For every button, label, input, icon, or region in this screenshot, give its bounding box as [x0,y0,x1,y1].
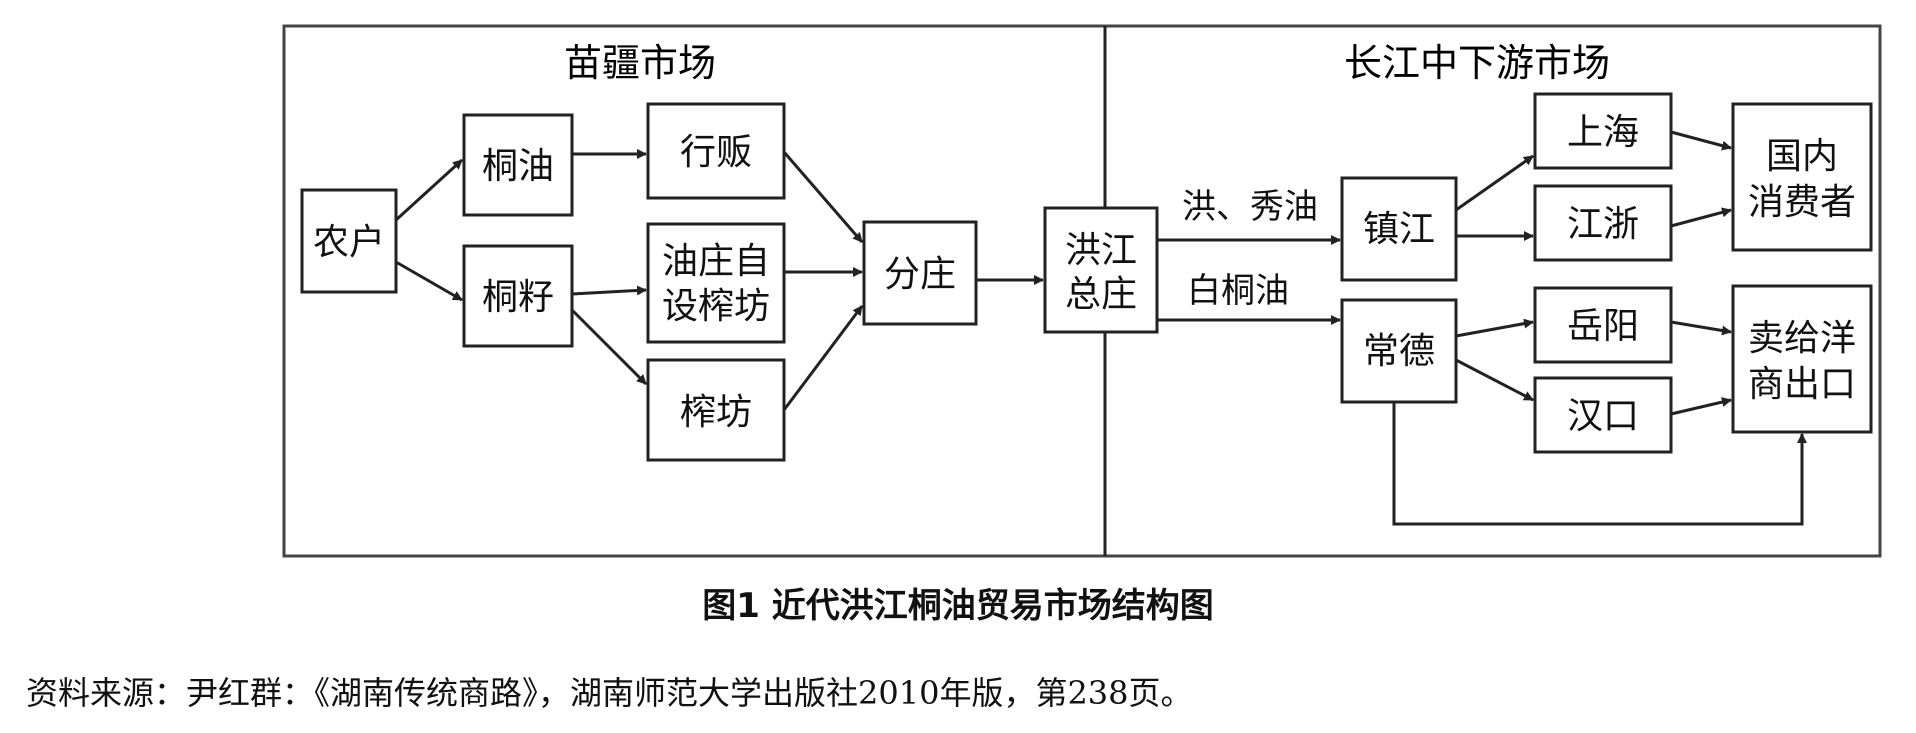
node-label-consumer-line1: 国内 [1766,136,1838,177]
edge-label-bai-tong: 白桐油 [1187,271,1289,311]
node-box-zhenjiang [1340,176,1458,282]
node-box-zhafang [646,358,786,462]
node-label-shanghai: 上海 [1567,112,1639,153]
node-box-tongzi [462,244,574,348]
diagram-frame [282,24,1882,558]
node-label-export-line1: 卖给洋 [1748,318,1856,359]
arrow-tongzi-zhafang [570,308,648,386]
node-box-tongyou [462,113,574,217]
node-box-fenzhuang [862,220,978,326]
node-label-zongzhuang-line1: 洪江 [1065,230,1137,271]
node-label-zhafang: 榨坊 [680,392,752,433]
node-box-consumer [1731,102,1873,252]
node-label-tongyou: 桐油 [482,146,554,187]
node-label-yueyang: 岳阳 [1567,306,1639,347]
arrow-xingfan-fenzhuang [782,151,864,243]
node-label-zongzhuang-line2: 总庄 [1065,274,1137,315]
arrow-changde-export [1392,402,1807,526]
node-box-youzhuang [646,222,786,344]
node-label-tongzi: 桐籽 [482,277,554,318]
trade-structure-diagram: 苗疆市场 长江中下游市场 农户 桐油 桐籽 行贩 油庄自 设榨坊 榨坊 分庄 洪… [282,24,1882,558]
arrow-changde-yueyang [1455,318,1534,338]
node-label-changde: 常德 [1363,331,1435,372]
arrow-nonghu-tongzi [395,260,463,302]
node-label-youzhuang-line1: 油庄自 [662,241,770,282]
arrow-hankou-export [1670,397,1732,416]
arrow-zhafang-fenzhuang [782,305,864,411]
region-title-changjiang: 长江中下游市场 [1344,41,1610,85]
node-label-export-line2: 商出口 [1748,364,1856,405]
node-box-zongzhuang [1043,206,1159,334]
arrow-changde-hankou [1455,358,1534,402]
node-box-changde [1340,298,1458,404]
arrow-jiangzhe-consumer [1670,207,1732,228]
arrow-tongzi-youzhuang [571,285,647,296]
node-label-jiangzhe: 江浙 [1567,204,1639,245]
node-box-xingfan [646,102,786,200]
edge-label-hong-xiu: 洪、秀油 [1182,187,1318,227]
node-label-hankou: 汉口 [1567,396,1639,437]
figure-caption: 图1 近代洪江桐油贸易市场结构图 [702,586,1214,626]
node-box-export [1731,284,1873,434]
arrow-zhenjiang-shanghai [1455,154,1534,212]
node-label-fenzhuang: 分庄 [884,254,956,295]
node-box-hankou [1533,376,1673,454]
node-label-nonghu: 农户 [313,222,385,263]
node-box-yueyang [1533,286,1673,364]
node-label-zhenjiang: 镇江 [1363,209,1435,250]
node-box-shanghai [1533,92,1673,170]
region-title-miaojiang: 苗疆市场 [564,41,716,85]
node-label-consumer-line2: 消费者 [1748,182,1856,223]
arrow-shanghai-consumer [1670,130,1732,151]
arrow-nonghu-tongyou [394,158,464,222]
source-note: 资料来源：尹红群：《湖南传统商路》，湖南师范大学出版社2010年版，第238页。 [26,674,1193,712]
node-box-nonghu [300,188,398,294]
node-label-youzhuang-line2: 设榨坊 [662,286,770,327]
arrow-yueyang-export [1670,320,1732,336]
node-box-jiangzhe [1533,184,1673,262]
node-label-xingfan: 行贩 [680,132,752,173]
